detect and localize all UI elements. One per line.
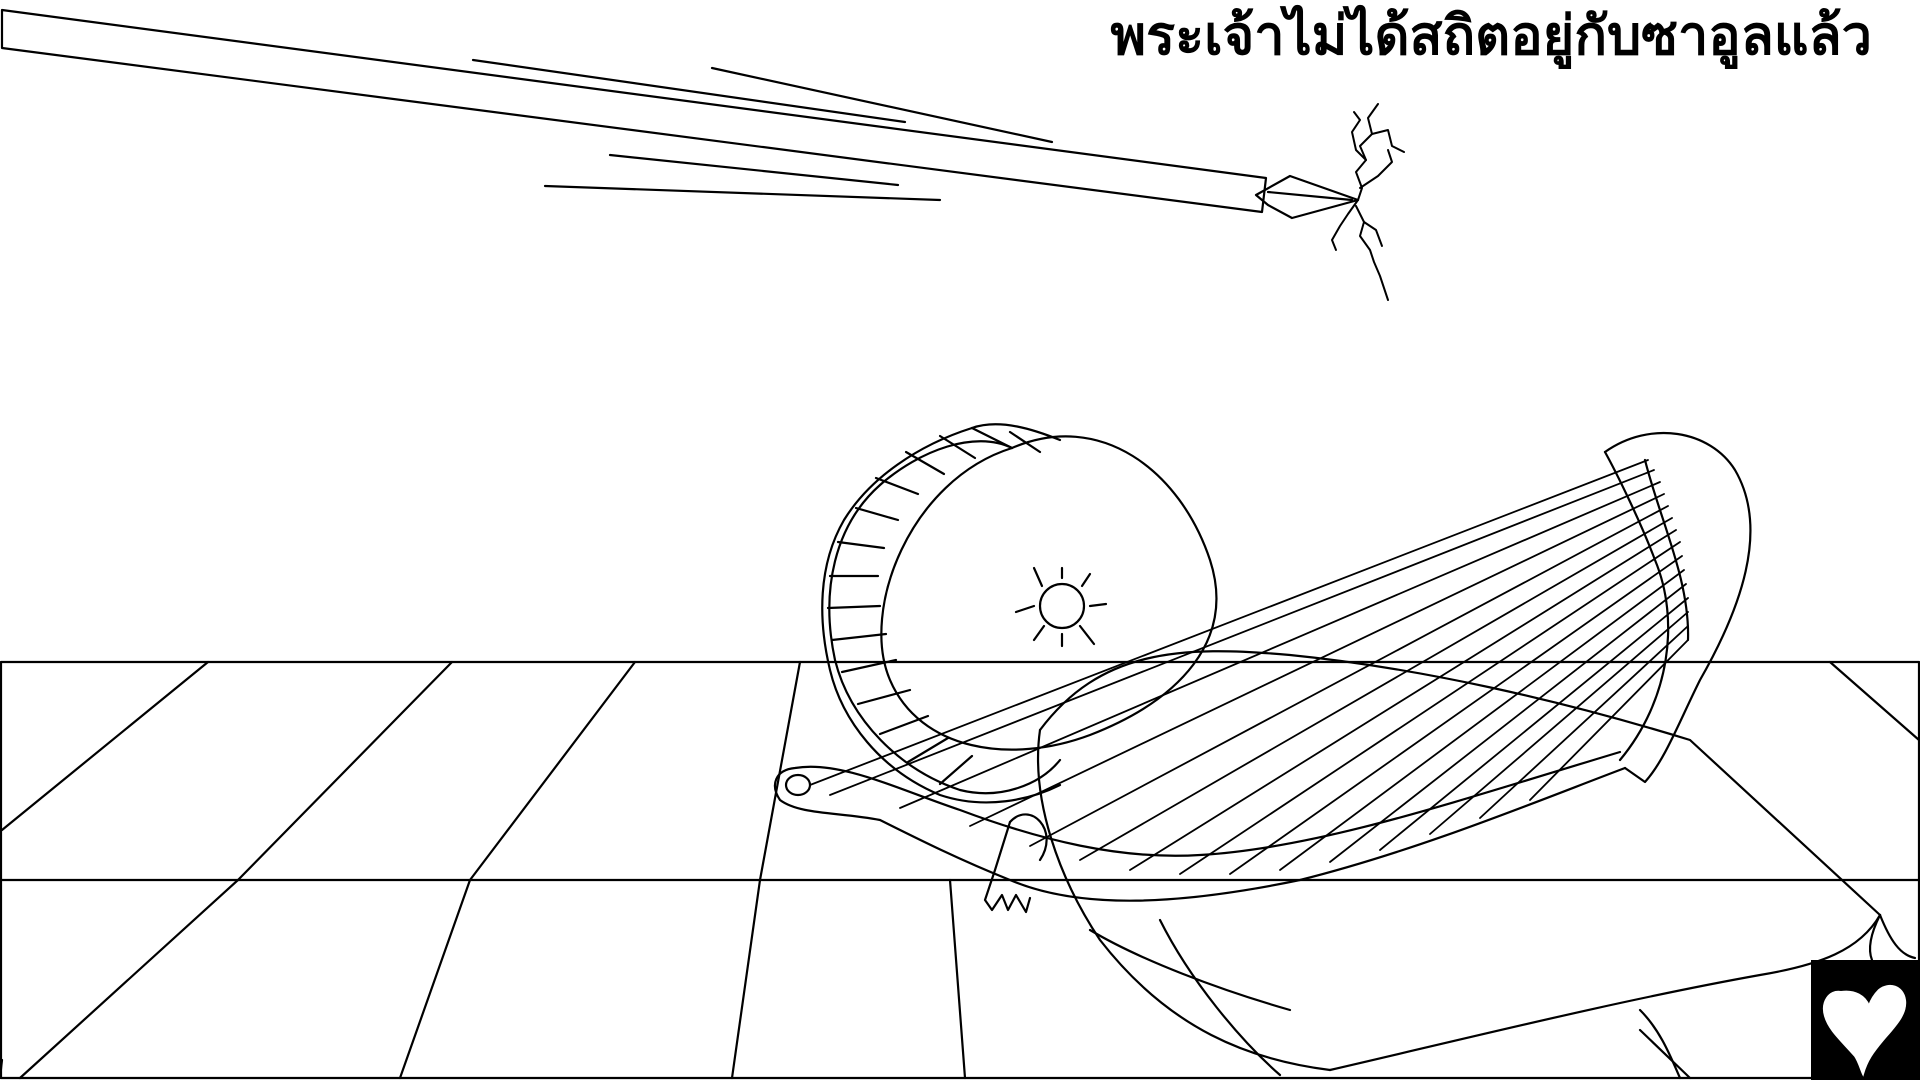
spear: [0, 8, 1360, 220]
tiled-floor: [0, 660, 1920, 1080]
cushion: [1036, 650, 1917, 1080]
corner-logo: [1811, 960, 1920, 1080]
wall-crack: [1331, 103, 1405, 301]
harp-strings: [809, 459, 1689, 875]
harp: [773, 431, 1752, 914]
caption-text: พระเจ้าไม่ได้สถิตอยู่กับซาอูลแล้ว: [1110, 4, 1872, 67]
heart-icon: [1823, 984, 1907, 1077]
speed-lines: [471, 58, 1054, 202]
round-shield: [821, 423, 1218, 804]
